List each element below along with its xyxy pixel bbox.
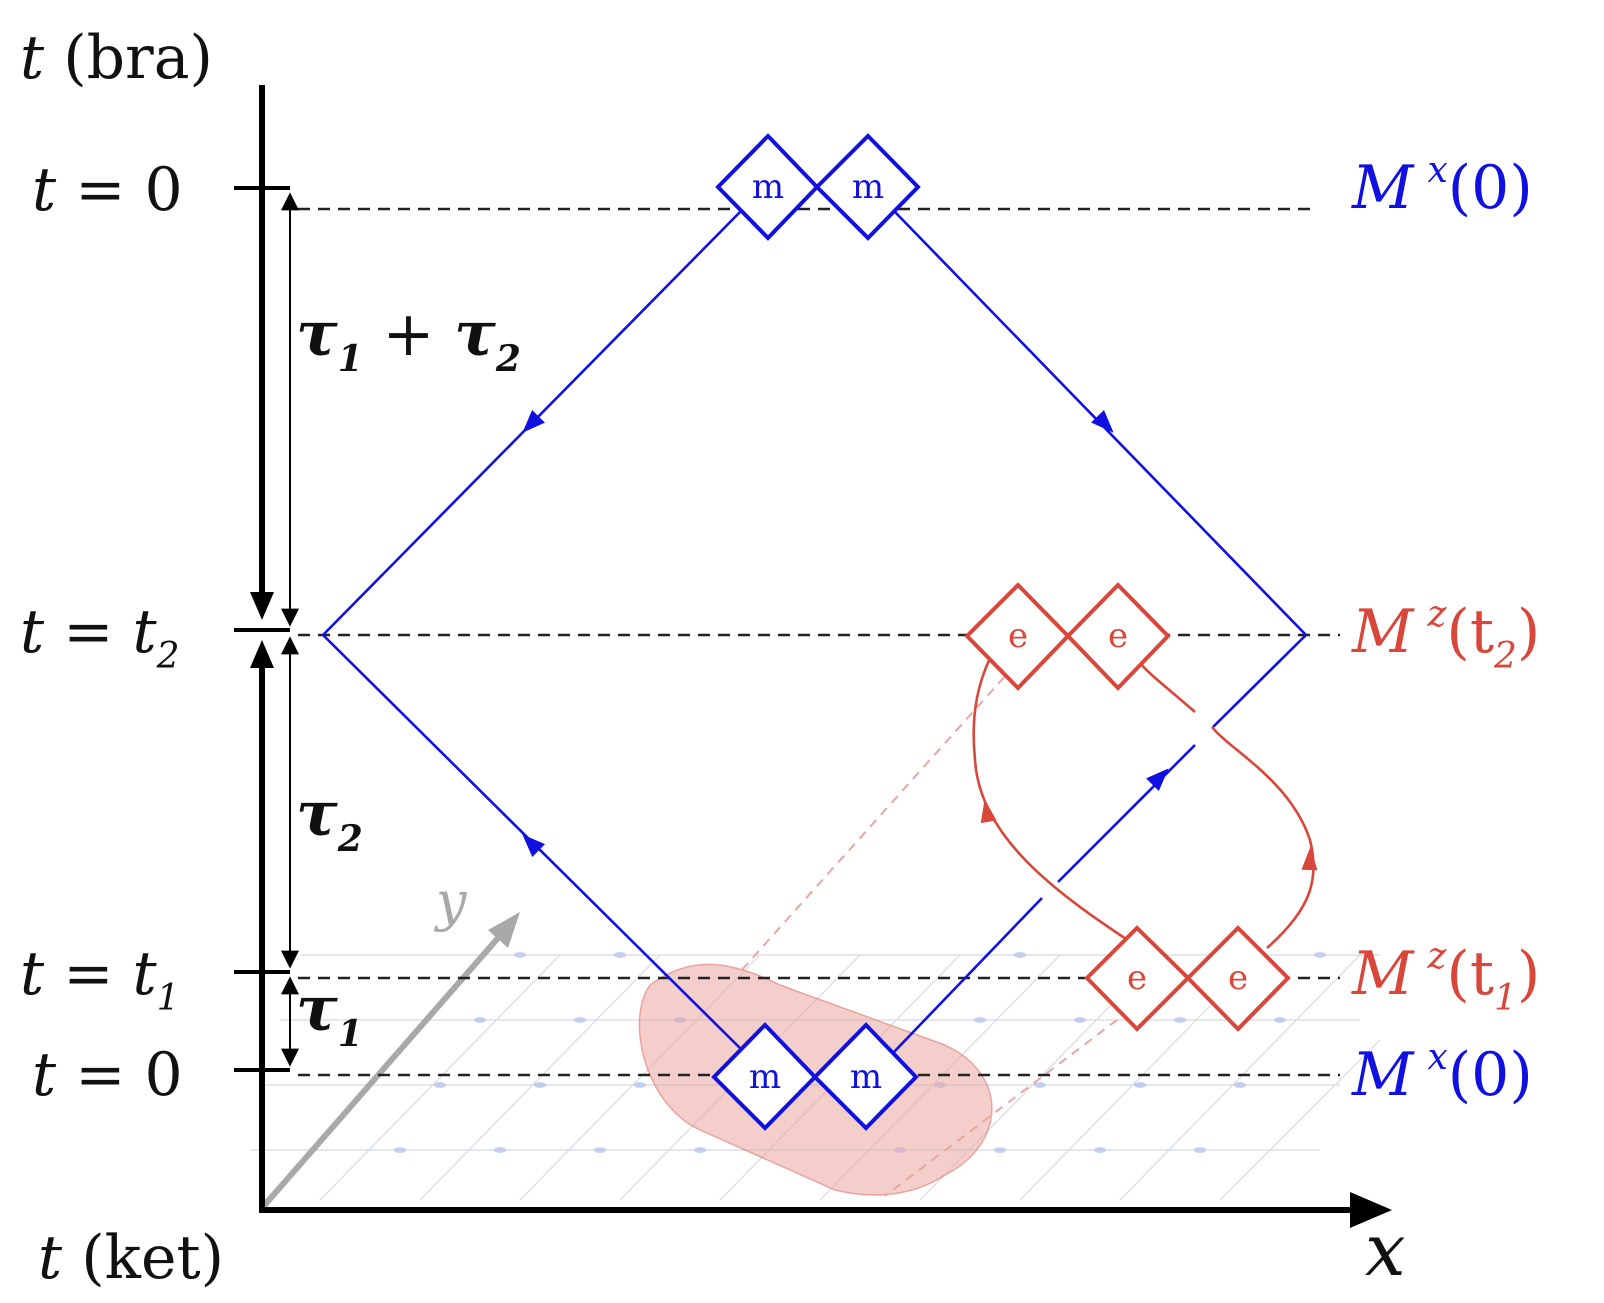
time-label-t2: t = t2	[20, 597, 180, 677]
x-axis	[259, 1192, 1392, 1228]
axis-label-x: x	[1365, 1208, 1406, 1292]
particle-m-top-right: m	[814, 133, 921, 241]
particle-label: m	[749, 1057, 781, 1097]
particle-label: m	[752, 167, 784, 207]
projection-lines	[739, 664, 1131, 1197]
time-label-t0-bottom: t = 0	[32, 1040, 183, 1110]
time-label-t0-top: t = 0	[32, 155, 183, 225]
interval-label-lower: τ1	[296, 972, 363, 1055]
time-axis	[234, 85, 290, 1210]
particle-label: e	[1127, 958, 1147, 998]
particle-m-bottom-left: m	[711, 1022, 818, 1131]
y-axis	[259, 912, 520, 1210]
particle-label: m	[850, 1057, 882, 1097]
axis-label-y: y	[434, 870, 468, 933]
particle-label: e	[1228, 958, 1248, 998]
particle-e-t1-left: e	[1084, 925, 1191, 1032]
axis-label-bra: t (bra)	[20, 23, 213, 93]
particle-e-t1-right: e	[1185, 925, 1291, 1032]
axis-label-ket: t (ket)	[38, 1223, 224, 1293]
particle-e-t2-left: e	[964, 582, 1071, 691]
time-label-t1: t = t1	[20, 939, 180, 1019]
interval-label-upper: τ1 + τ2	[296, 297, 521, 380]
interval-label-middle: τ2	[296, 777, 363, 860]
particle-label: e	[1008, 616, 1028, 656]
particle-label: m	[852, 167, 884, 207]
particle-m-bottom-right: m	[812, 1022, 919, 1131]
particle-label: e	[1108, 616, 1128, 656]
e-worldlines	[972, 657, 1315, 950]
particle-e-t2-right: e	[1065, 582, 1171, 691]
particle-m-top-left: m	[715, 133, 820, 241]
m-worldline-arrows	[522, 409, 1169, 857]
e-worldline-arrows	[980, 799, 1318, 871]
